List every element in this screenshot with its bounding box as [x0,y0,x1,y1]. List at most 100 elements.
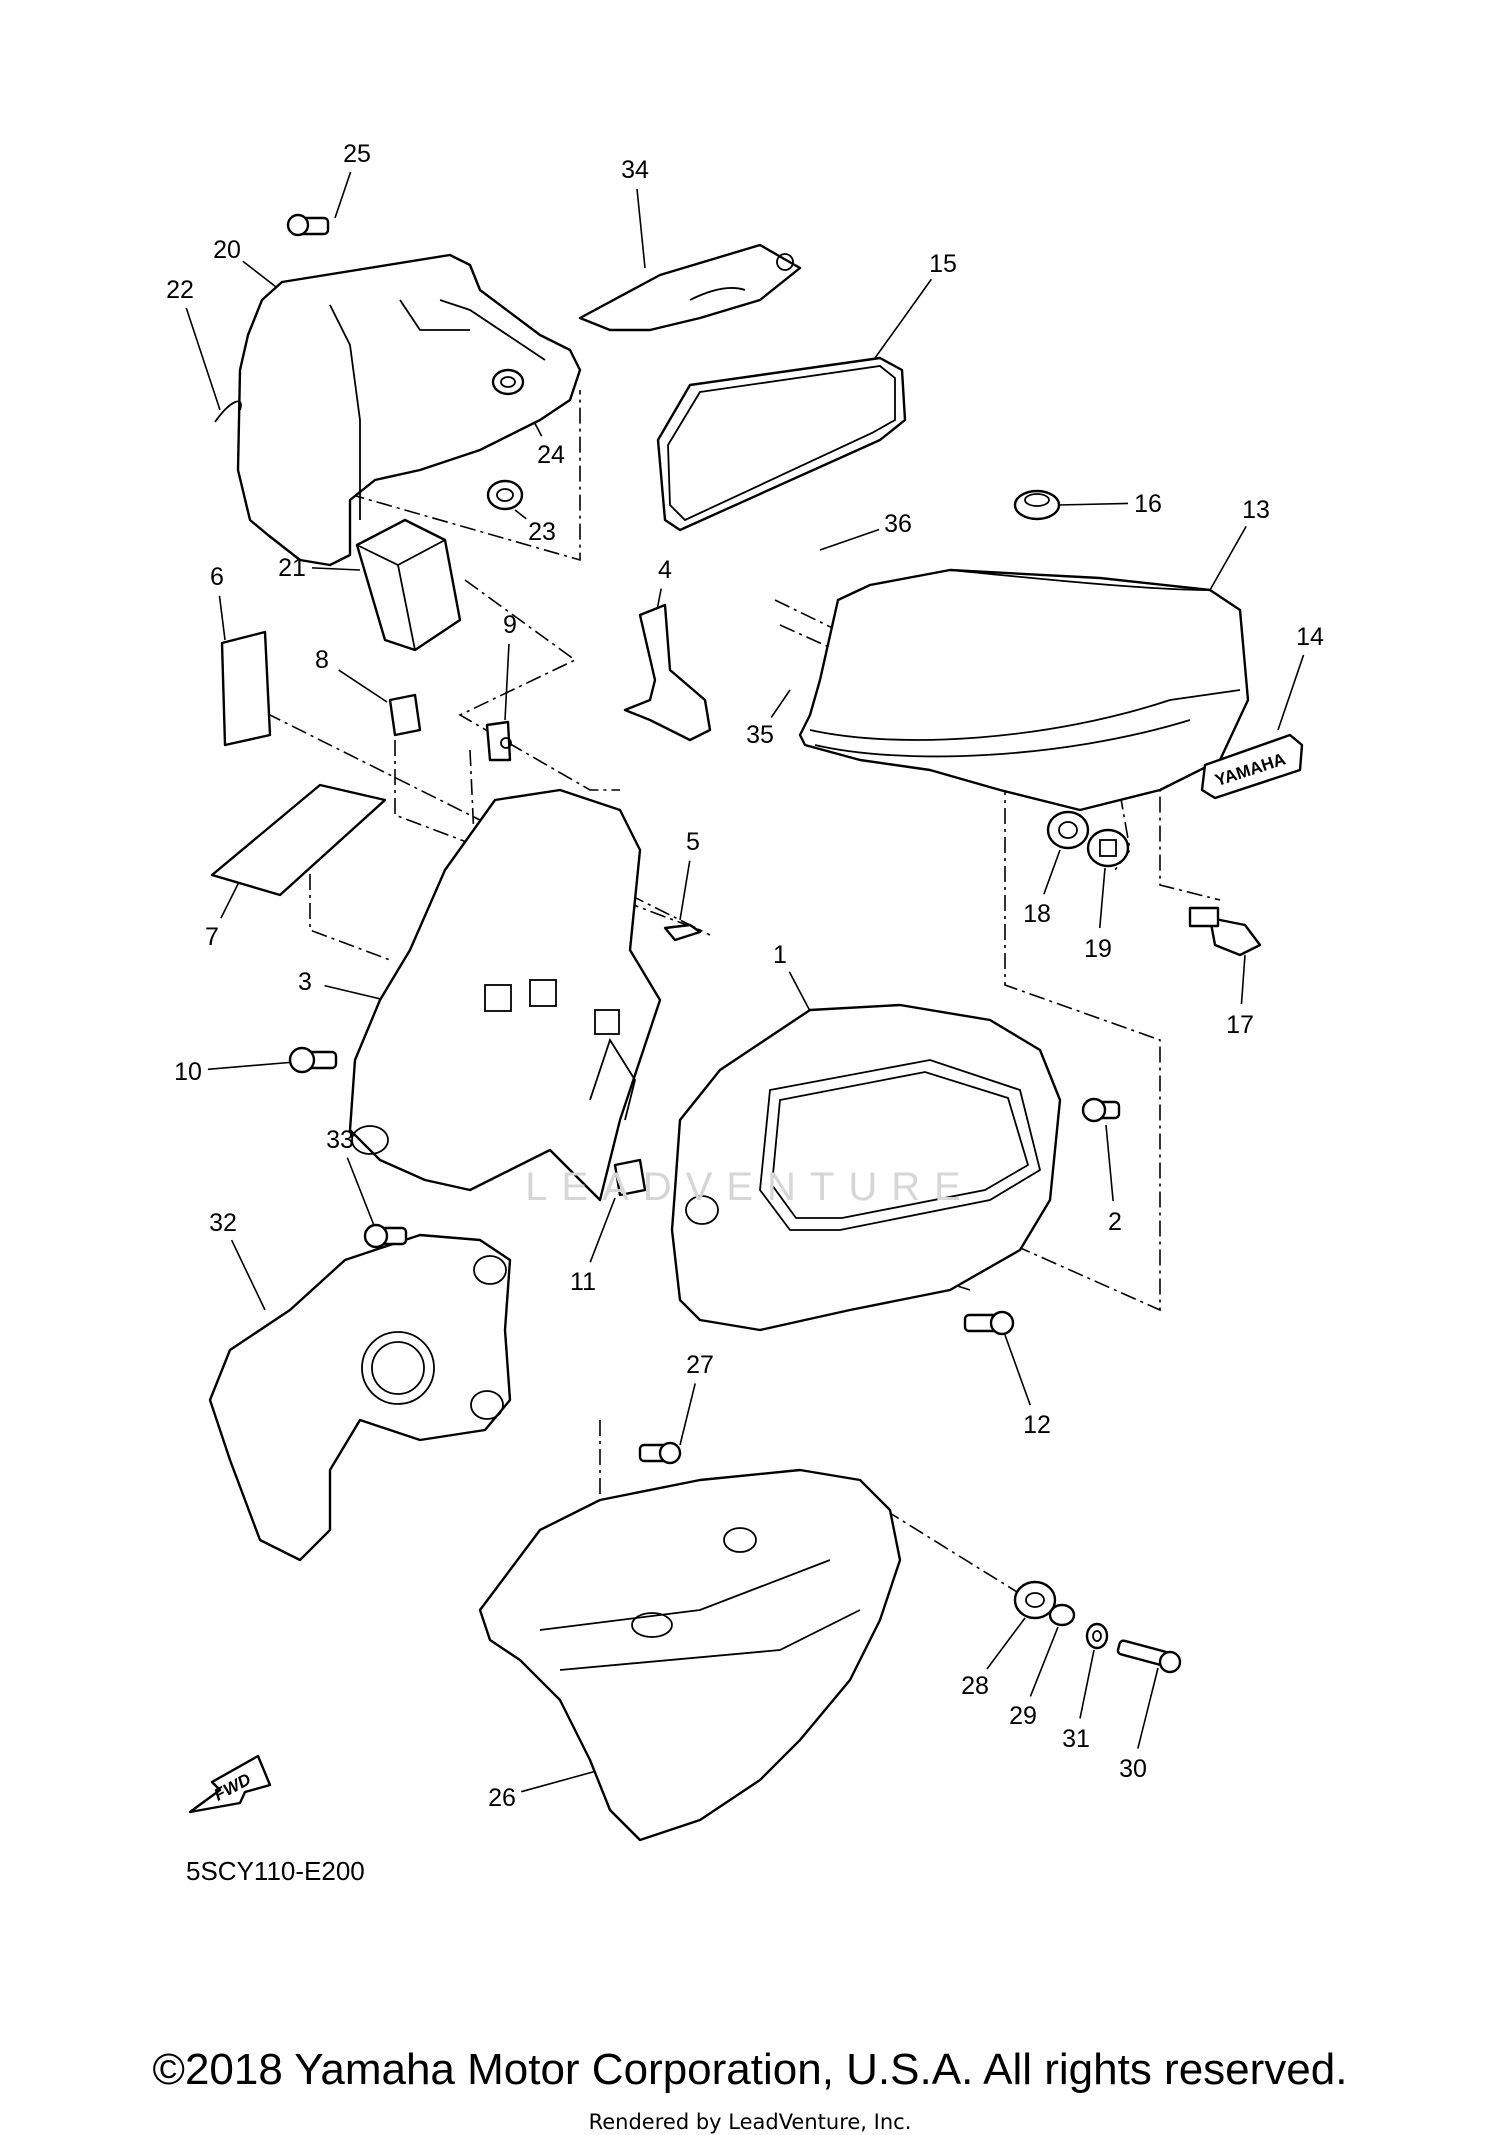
leader-line-28 [986,1617,1026,1670]
part-seal-6 [220,630,272,747]
callout-14: 14 [1296,623,1324,651]
leader-line-13 [1209,525,1247,591]
leader-line-15 [869,278,933,366]
callout-1: 1 [773,941,787,969]
callout-17: 17 [1226,1011,1254,1039]
part-bolt-30 [1116,1639,1182,1674]
leader-line-22 [185,307,221,411]
part-plate-34 [578,243,802,332]
callout-2: 2 [1108,1208,1122,1236]
leader-line-21 [311,567,361,571]
part-bolt-10 [288,1046,338,1074]
leader-line-7 [220,879,241,919]
guide-line-10 [979,750,1161,1312]
guide-line-2 [458,579,620,791]
part-sponge-8 [388,693,422,737]
leader-line-16 [1057,502,1129,506]
callout-25: 25 [343,140,371,168]
part-collar-28 [1013,1580,1057,1620]
leader-line-27 [679,1383,696,1446]
leader-line-9 [504,643,510,721]
part-bracket-4 [623,603,712,742]
guide-line-5 [309,845,391,961]
part-panel-15 [656,356,907,532]
callout-32: 32 [209,1209,237,1237]
leader-lines [185,171,1305,1793]
callout-13: 13 [1242,496,1270,524]
guide-line-1 [264,390,581,562]
leader-line-12 [1004,1334,1031,1406]
part-key-17 [1188,906,1262,957]
leader-line-14 [1277,654,1305,731]
callout-34: 34 [621,156,649,184]
leader-line-36 [819,528,880,551]
callout-35: 35 [746,721,774,749]
leader-line-30 [1137,1667,1159,1749]
part-grommet-16 [1013,489,1061,521]
leader-line-4 [656,588,662,611]
leader-line-6 [218,595,226,641]
callout-23: 23 [528,518,556,546]
leader-line-11 [589,1197,616,1263]
guide-line-14 [884,1509,1031,1601]
leader-line-17 [1240,954,1246,1005]
callout-26: 26 [488,1784,516,1812]
callout-5: 5 [686,828,700,856]
part-sleeve-29 [1048,1603,1076,1627]
callout-22: 22 [166,276,194,304]
part-pad-7 [210,783,387,897]
leader-line-32 [230,1239,266,1311]
callout-27: 27 [686,1351,714,1379]
leader-line-23 [514,509,527,520]
leader-line-26 [521,1769,601,1793]
callout-7: 7 [205,923,219,951]
part-clip-22 [214,400,242,423]
callout-18: 18 [1023,900,1051,928]
part-grommet-23 [486,479,524,511]
part-bolt-12 [963,1310,1015,1336]
callout-20: 20 [213,236,241,264]
callout-15: 15 [929,250,957,278]
callout-33: 33 [326,1126,354,1154]
callout-8: 8 [315,646,329,674]
callout-31: 31 [1062,1725,1090,1753]
part-pad-21 [355,518,462,652]
callout-36: 36 [884,510,912,538]
part-sprocket-cover-32 [208,1233,512,1562]
leader-line-5 [679,860,691,921]
copyright-notice: ©2018 Yamaha Motor Corporation, U.S.A. A… [152,2045,1348,2094]
part-bolt-33 [363,1223,408,1249]
callout-19: 19 [1084,935,1112,963]
part-side-cover-20 [236,253,582,567]
leader-line-3 [324,984,386,1001]
callout-3: 3 [298,968,312,996]
leader-line-18 [1043,849,1061,895]
part-bolt-27 [638,1441,682,1465]
part-pin-5 [663,923,702,942]
part-crankcase-cover-26 [478,1468,902,1842]
callout-9: 9 [503,611,517,639]
leader-line-33 [346,1157,376,1229]
callout-21: 21 [278,554,306,582]
leader-line-25 [334,171,352,219]
part-air-box-1 [670,1003,1062,1332]
callout-10: 10 [174,1058,202,1086]
leader-line-20 [242,260,281,291]
part-tank-cover-13 [798,568,1250,812]
callout-16: 16 [1134,490,1162,518]
callout-numbers: 1234567891011121314151617181920212223242… [166,140,1324,1812]
callout-29: 29 [1009,1702,1037,1730]
callout-28: 28 [961,1672,989,1700]
leader-line-29 [1029,1626,1059,1697]
part-bolt-2 [1081,1097,1121,1123]
part-lock-19 [1086,828,1130,868]
fwd-arrow-icon: FWD [188,1754,272,1814]
part-clip-9 [485,720,512,762]
callout-30: 30 [1119,1755,1147,1783]
callout-4: 4 [658,556,672,584]
callout-24: 24 [537,441,565,469]
guide-line-9 [1009,704,1221,901]
diagram-code: 5SCY110-E200 [186,1856,365,1886]
leader-line-35 [770,689,791,718]
